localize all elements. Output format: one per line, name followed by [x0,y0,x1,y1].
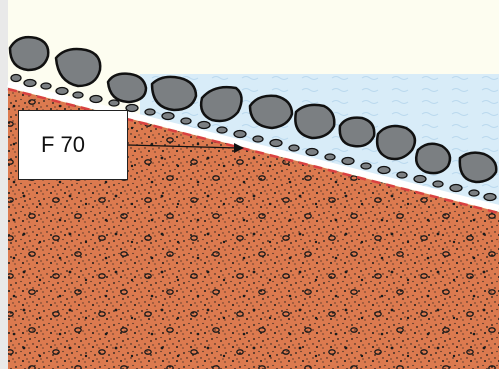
label-text: F 70 [41,132,86,157]
filter-layer [7,81,499,211]
gravel-layer [10,73,497,202]
armor-rocks [8,35,498,184]
left-edge-strip [0,0,8,369]
geotextile-line [7,87,499,215]
label-box: F 70 [18,110,128,180]
soil-pebbles [8,88,499,369]
